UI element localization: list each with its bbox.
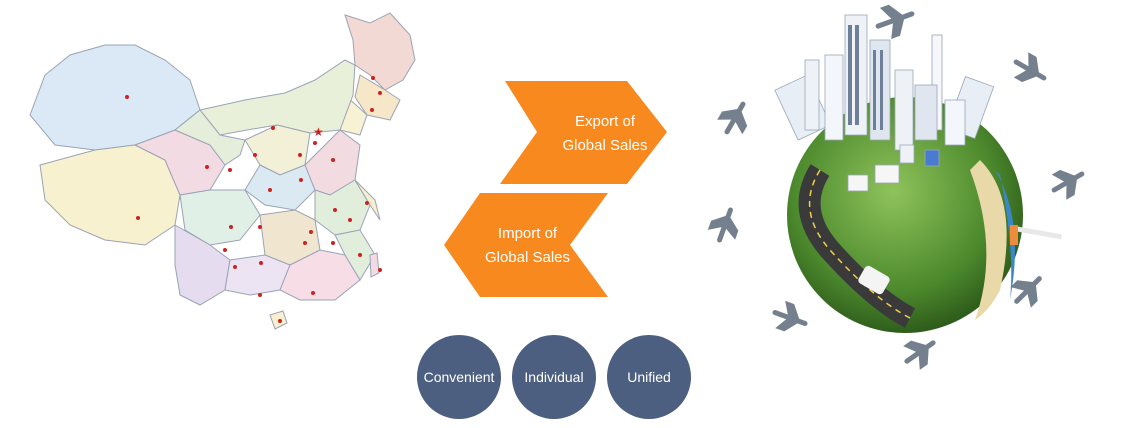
feature-label: Individual: [524, 369, 584, 385]
import-label-line1: Import of: [497, 225, 558, 242]
feature-label: Convenient: [423, 369, 495, 385]
trade-arrows: Export of Global Sales Import of Global …: [430, 75, 690, 305]
plane-icon: [1013, 52, 1047, 83]
import-label-line2: Global Sales: [484, 249, 571, 266]
feature-circle-individual: Individual: [512, 335, 596, 419]
export-label-line2: Global Sales: [562, 137, 648, 154]
city-globe-illustration: [700, 0, 1100, 424]
feature-label: Unified: [627, 369, 671, 385]
china-map: ★: [15, 5, 430, 335]
export-label-line1: Export of: [574, 113, 636, 130]
map-region-northeast: [344, 12, 416, 91]
plane-icons: [707, 4, 1085, 370]
plane-icon: [717, 101, 748, 135]
plane-icon: [1051, 169, 1085, 200]
feature-circle-convenient: Convenient: [417, 335, 501, 419]
plane-icon: [903, 340, 936, 370]
feature-circle-unified: Unified: [607, 335, 691, 419]
plane-icon: [707, 207, 739, 243]
import-arrow-shape: [444, 193, 608, 297]
export-arrow-shape: [500, 81, 667, 184]
export-label: Export of Global Sales: [550, 110, 660, 158]
plane-icon: [772, 300, 808, 332]
import-label: Import of Global Sales: [475, 222, 580, 270]
plane-icon: [875, 4, 915, 39]
plane-icon: [1010, 276, 1042, 308]
svg-text:★: ★: [313, 125, 324, 139]
